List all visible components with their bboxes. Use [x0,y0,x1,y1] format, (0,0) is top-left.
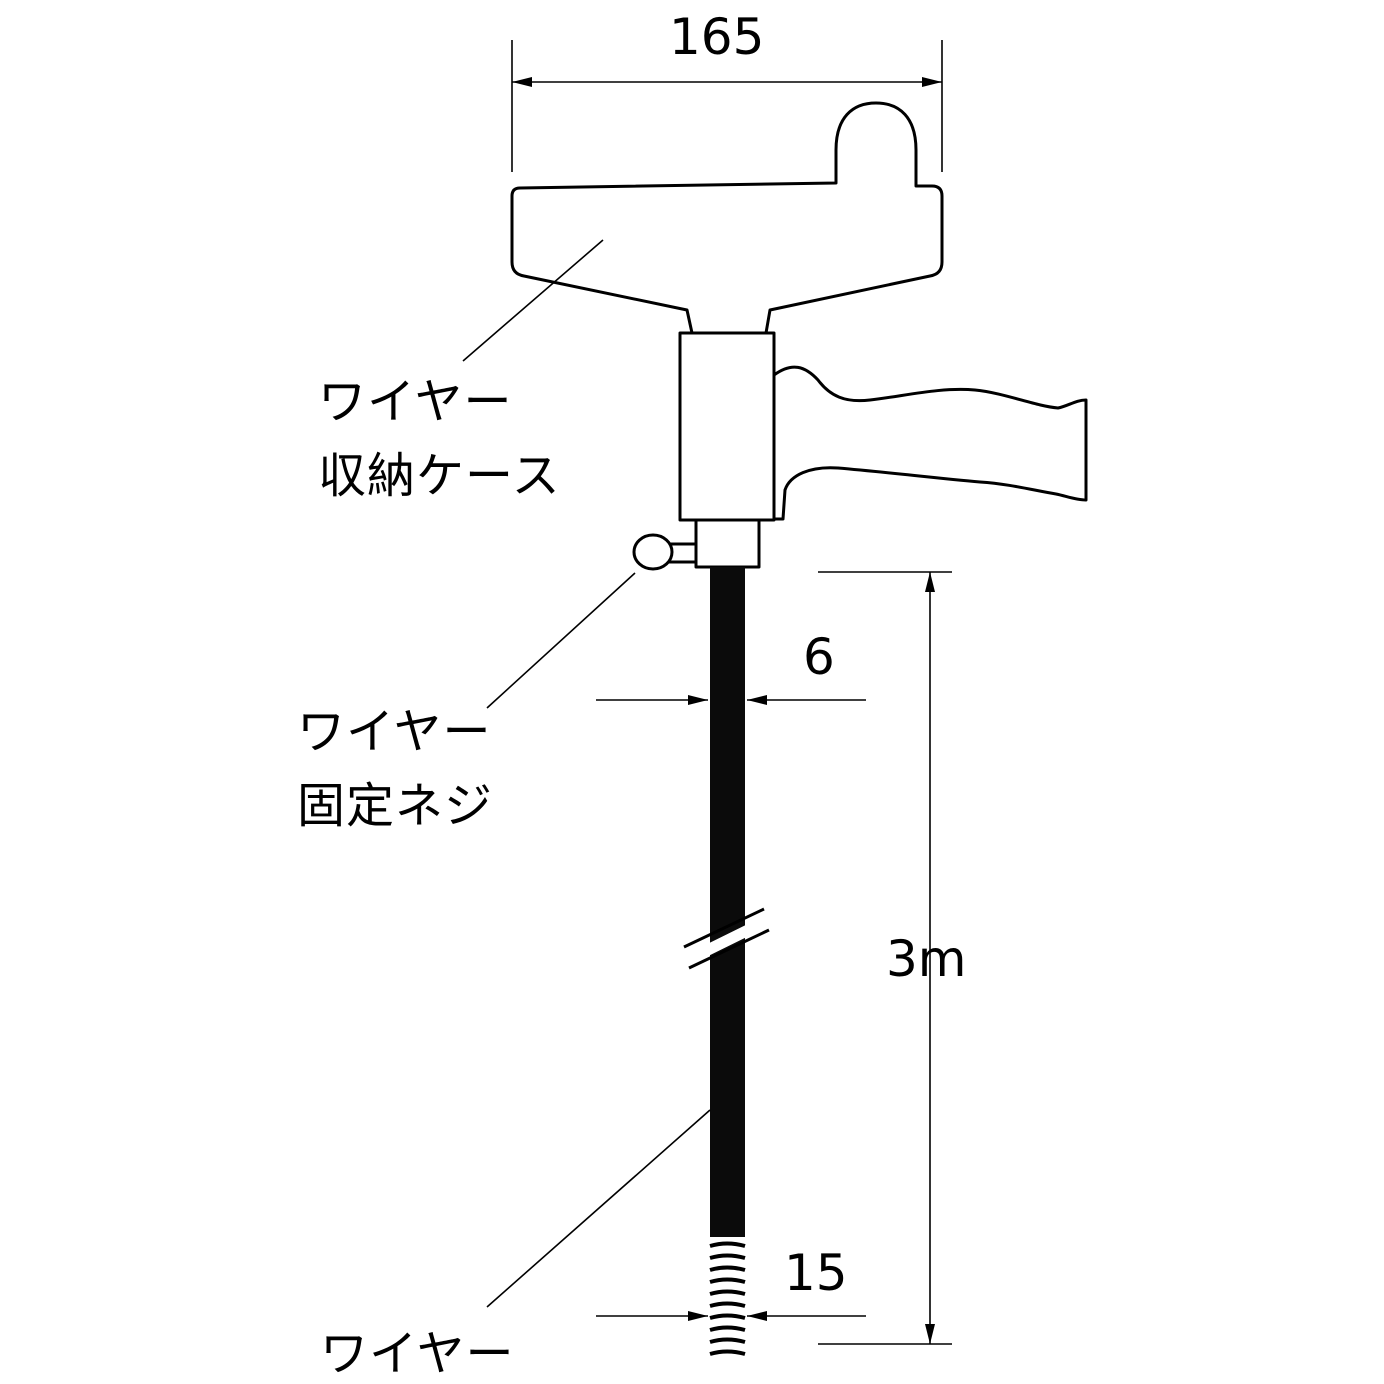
fixing-screw-leader [486,572,636,709]
head-diameter-label: 15 [784,1244,848,1302]
collar [694,518,761,569]
fixing-screw-label-line1: ワイヤー [297,704,492,760]
case-width-label: 165 [669,8,765,66]
storage-case-label-line2: 収納ケース [318,448,561,504]
wire-label: ワイヤー [320,1326,515,1382]
wire-length-label: 3m [886,930,967,988]
wire-diameter-label: 6 [803,628,835,686]
handle-body [678,331,776,522]
fixing-screw-knob [632,533,674,571]
coil-spring-head [709,1241,746,1356]
storage-case-leader [462,239,604,362]
storage-case-label-line1: ワイヤー [318,374,513,430]
wire-storage-case [510,101,944,335]
fixing-screw-label-line2: 固定ネジ [297,778,494,834]
grip-handle [772,365,1088,521]
wire-leader [486,1109,711,1308]
break-symbol [683,907,770,970]
wire-rod [710,567,745,1237]
